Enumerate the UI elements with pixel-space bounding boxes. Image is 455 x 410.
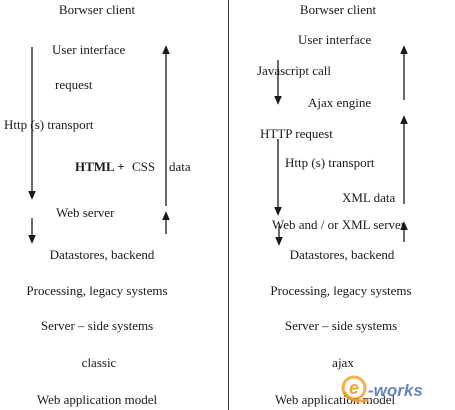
right-processing: Processing, legacy systems: [270, 283, 412, 298]
right-transport: Http (s) transport: [285, 155, 375, 170]
left-payload-css: CSS: [132, 159, 156, 174]
left-request: request: [55, 77, 93, 92]
right-datastores: Datastores, backend: [289, 247, 395, 262]
svg-text:e: e: [349, 378, 359, 398]
left-client-title: Borwser client: [58, 2, 136, 17]
left-web-server: Web server: [56, 205, 115, 220]
left-caption: Web application model: [36, 392, 158, 407]
right-http-request: HTTP request: [260, 126, 333, 141]
right-xml-data: XML data: [342, 190, 396, 205]
left-datastores: Datastores, backend: [49, 247, 155, 262]
right-server-side: Server – side systems: [284, 318, 398, 333]
right-javascript-call: Javascript call: [257, 63, 331, 78]
left-model-name: classic: [81, 355, 117, 370]
column-divider: [228, 0, 229, 410]
right-user-interface: User interface: [298, 32, 372, 47]
left-processing: Processing, legacy systems: [26, 283, 168, 298]
left-payload-html: HTML +: [75, 159, 125, 174]
right-ajax-engine: Ajax engine: [308, 95, 372, 110]
right-web-xml-server: Web and / or XML server: [272, 217, 406, 232]
left-transport: Http (s) transport: [4, 117, 94, 132]
left-user-interface: User interface: [52, 42, 126, 57]
right-model-name: ajax: [332, 355, 354, 370]
left-server-side: Server – side systems: [40, 318, 154, 333]
right-caption: Web application model: [274, 392, 396, 407]
e-works-watermark-logo: e -works: [341, 375, 423, 403]
svg-text:-works: -works: [368, 381, 423, 400]
right-client-title: Borwser client: [299, 2, 377, 17]
left-payload-data: data: [169, 159, 191, 174]
